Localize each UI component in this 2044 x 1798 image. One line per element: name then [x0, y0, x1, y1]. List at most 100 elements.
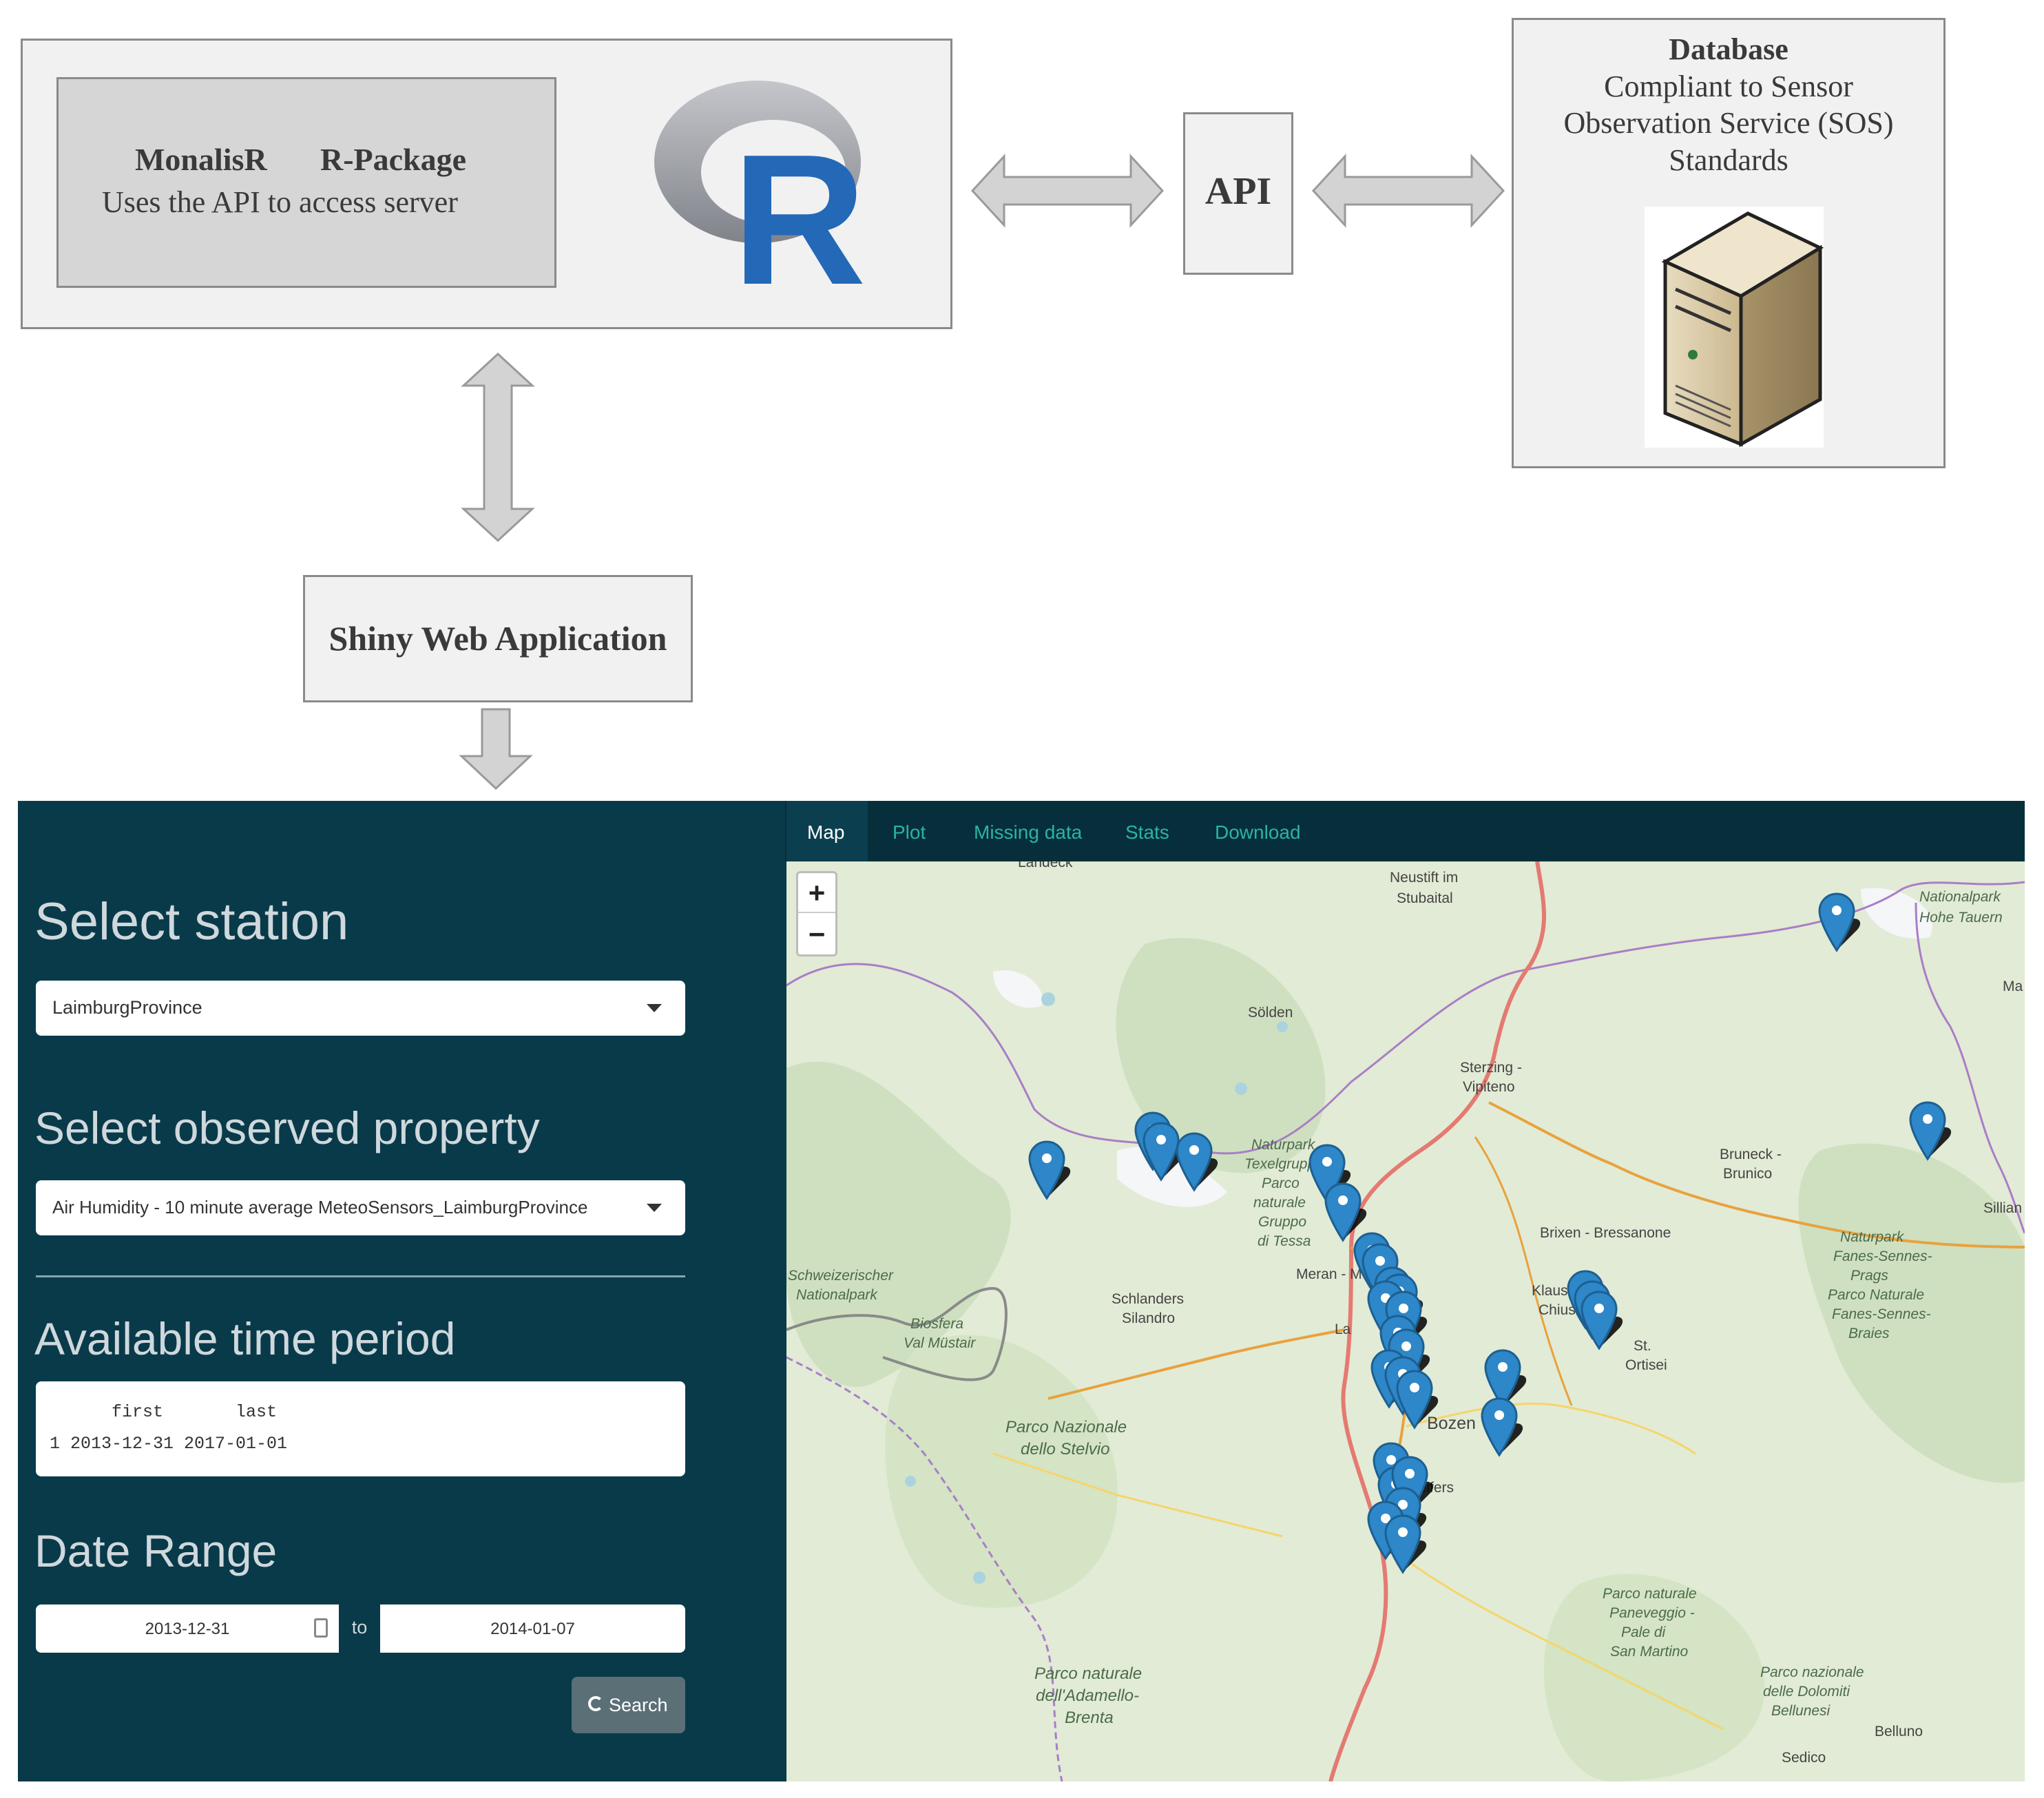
map-label: Val Müstair — [904, 1335, 976, 1351]
search-button[interactable]: Search — [572, 1677, 685, 1733]
sidebar-divider — [36, 1275, 685, 1277]
time-period-label: Available time period — [34, 1313, 456, 1364]
map-label: delle Dolomiti — [1763, 1684, 1850, 1700]
date-from-value: 2013-12-31 — [145, 1620, 230, 1638]
map-marker-icon[interactable] — [1818, 892, 1861, 952]
map-label: dello Stelvio — [1021, 1440, 1110, 1459]
database-line3: Standards — [1669, 143, 1788, 177]
arrow-r-api-icon — [971, 154, 1164, 228]
tab-map-label: Map — [807, 822, 845, 843]
map-marker-icon[interactable] — [1909, 1101, 1952, 1161]
map-marker-icon[interactable] — [1176, 1132, 1218, 1192]
map-label: St. — [1634, 1338, 1651, 1354]
map-label: Ortisei — [1625, 1357, 1667, 1373]
map-label: Naturpark — [1251, 1137, 1315, 1153]
map-label: Landeck — [1018, 861, 1073, 870]
map-view[interactable]: + − Landeck Neustift im Stubaital Nation… — [786, 861, 2025, 1781]
database-title: Database — [1669, 32, 1788, 66]
database-line2: Observation Service (SOS) — [1563, 106, 1894, 140]
map-marker-icon[interactable] — [1481, 1397, 1523, 1457]
map-label: Nationalpark — [796, 1287, 877, 1303]
map-marker-icon[interactable] — [1581, 1290, 1623, 1350]
map-label: Biosfera — [910, 1316, 964, 1332]
time-period-header: first last — [50, 1402, 278, 1422]
map-label: Fanes-Sennes- — [1832, 1306, 1931, 1322]
date-to-input[interactable]: 2014-01-07 — [380, 1604, 685, 1653]
date-from-input[interactable]: 2013-12-31 — [36, 1604, 339, 1653]
map-label: San Martino — [1610, 1644, 1689, 1660]
search-button-label: Search — [609, 1695, 668, 1715]
tab-map[interactable]: Map — [786, 801, 868, 861]
map-label: Parco naturale — [1034, 1664, 1143, 1683]
map-label: La — [1335, 1321, 1351, 1337]
map-label: Bellunesi — [1771, 1703, 1831, 1719]
calendar-icon — [314, 1618, 328, 1638]
arrow-r-shiny-icon — [461, 353, 535, 542]
map-label: Naturpark — [1840, 1229, 1904, 1245]
api-box — [1183, 112, 1293, 275]
map-label: Parco nazionale — [1760, 1664, 1864, 1680]
tab-plot[interactable]: Plot — [893, 822, 926, 843]
time-period-row: 1 2013-12-31 2017-01-01 — [50, 1434, 288, 1454]
property-select[interactable]: Air Humidity - 10 minute average MeteoSe… — [36, 1180, 685, 1235]
map-label: Silandro — [1122, 1310, 1176, 1326]
map-label: Gruppo — [1258, 1214, 1307, 1230]
refresh-icon — [588, 1696, 603, 1711]
map-marker-icon[interactable] — [1028, 1140, 1071, 1200]
property-select-value: Air Humidity - 10 minute average MeteoSe… — [52, 1197, 588, 1217]
tab-stats[interactable]: Stats — [1125, 822, 1169, 843]
map-label: Braies — [1848, 1326, 1890, 1341]
shiny-label: Shiny Web Application — [328, 619, 667, 658]
map-label: Pale di — [1621, 1624, 1666, 1640]
map-label: Sölden — [1248, 1005, 1293, 1021]
r-package-name: MonalisR — [135, 142, 267, 177]
r-logo-icon: R — [654, 81, 866, 296]
zoom-out-button[interactable]: − — [808, 918, 826, 950]
map-label: Parco naturale — [1603, 1586, 1697, 1602]
time-period-output: first last 1 2013-12-31 2017-01-01 — [36, 1381, 685, 1476]
map-label: Paneveggio - — [1609, 1605, 1695, 1621]
map-label: naturale — [1253, 1195, 1306, 1211]
map-label: di Tessa — [1258, 1233, 1311, 1249]
map-label: Sterzing - — [1460, 1060, 1522, 1076]
r-package-description: Uses the API to access server — [102, 185, 458, 219]
map-label: Parco Naturale — [1828, 1287, 1925, 1303]
map-marker-icon[interactable] — [1484, 1349, 1527, 1409]
map-label: Brunico — [1723, 1166, 1773, 1182]
map-label: Ma — [2003, 979, 2023, 994]
map-label: Fanes-Sennes- — [1833, 1248, 1932, 1264]
map-label: Schlanders — [1112, 1291, 1185, 1307]
arrow-down-icon — [459, 708, 533, 791]
map-label: Brenta — [1065, 1708, 1114, 1727]
select-station-label: Select station — [34, 892, 349, 951]
map-marker-icon[interactable] — [1324, 1182, 1367, 1242]
r-package-type: R-Package — [320, 142, 467, 177]
map-label: Belluno — [1875, 1724, 1923, 1739]
select-property-label: Select observed property — [34, 1102, 540, 1153]
map-label: Sedico — [1782, 1750, 1826, 1766]
map-label: Vipiteno — [1463, 1079, 1515, 1095]
date-range-label: Date Range — [34, 1525, 278, 1576]
api-label: API — [1204, 170, 1272, 213]
map-tiles — [786, 861, 2025, 1781]
database-line1: Compliant to Sensor — [1604, 70, 1853, 103]
shiny-box — [303, 575, 693, 702]
map-label: Texelgruppe — [1244, 1156, 1324, 1172]
server-icon — [1645, 207, 1824, 448]
chevron-down-icon — [647, 1004, 662, 1012]
map-marker-icon[interactable] — [1396, 1370, 1439, 1430]
map-label: Brixen - Bressanone — [1540, 1225, 1671, 1241]
map-label: Stubaital — [1397, 890, 1453, 906]
r-logo-letter: R — [732, 116, 866, 296]
tab-download[interactable]: Download — [1215, 822, 1301, 843]
map-label: Sillian — [1983, 1200, 2023, 1216]
arrow-api-db-icon — [1312, 154, 1505, 228]
map-label: Schweizerischer — [788, 1268, 893, 1284]
station-select[interactable]: LaimburgProvince — [36, 981, 685, 1036]
tab-bar — [785, 801, 2025, 861]
zoom-in-button[interactable]: + — [798, 873, 835, 913]
zoom-control — [796, 871, 837, 957]
tab-missing-data[interactable]: Missing data — [974, 822, 1083, 843]
map-label: Parco — [1262, 1175, 1300, 1191]
map-marker-icon[interactable] — [1384, 1514, 1427, 1574]
